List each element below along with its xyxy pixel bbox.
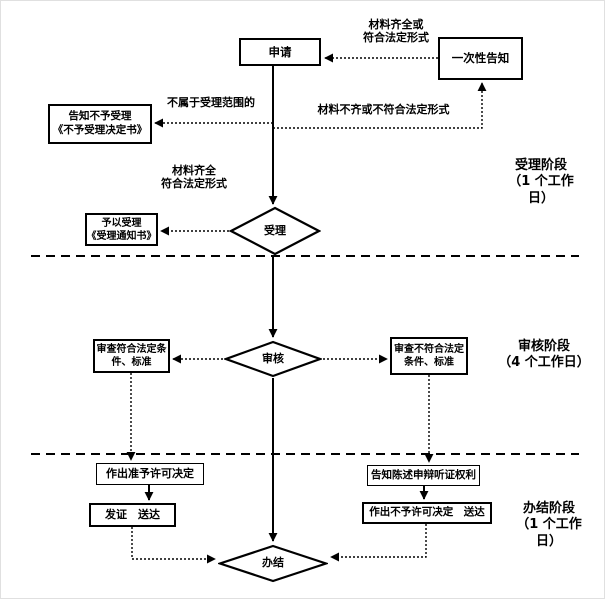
edge-to-one-time-notice: [273, 82, 487, 129]
edge-issue-to-complete: [131, 527, 216, 564]
node-issue-deliver: 发证 送达: [89, 503, 176, 527]
stage-review-line2: （4 个工作日）: [498, 355, 590, 371]
node-reject-notice-line1: 告知不予受理: [68, 110, 132, 123]
label-not-in-scope: 不属于受理范围的: [167, 96, 255, 109]
node-accept: 受理: [229, 206, 321, 256]
node-review-fail-line2: 条件、标准: [404, 357, 454, 368]
stage-accept-annotation: 受理阶段 （1 个工作 日）: [493, 158, 589, 207]
stage-accept-line1: 受理阶段: [514, 158, 567, 173]
label-materials-incomplete: 材料不齐或不符合法定形式: [317, 103, 450, 116]
node-apply-label: 申请: [268, 44, 292, 59]
node-notify-rights: 告知陈述申辩听证权利: [367, 465, 480, 486]
stage-review-line1: 审核阶段: [517, 339, 570, 354]
label-materials-ok: 材料齐全 符合法定形式: [144, 164, 244, 191]
node-notify-rights-label: 告知陈述申辩听证权利: [371, 468, 476, 481]
stage-accept-line3: 日）: [527, 190, 554, 206]
stage-complete-line1: 办结阶段: [522, 501, 575, 516]
stage-accept-line2: （1 个工作: [508, 174, 574, 190]
node-complete: 办结: [218, 544, 328, 583]
node-complete-label: 办结: [262, 556, 284, 570]
accept-diamond-shape: [229, 206, 321, 256]
node-review-label: 审核: [262, 351, 284, 365]
node-grant-decision: 作出准予许可决定: [96, 463, 204, 485]
node-reject-notice-line2: 《不予受理决定书》: [52, 124, 148, 136]
node-grant-accept: 予以受理 《受理通知书》: [85, 213, 158, 246]
node-one-time-notice-label: 一次性告知: [451, 51, 510, 66]
node-reject-notice: 告知不予受理 《不予受理决定书》: [48, 104, 152, 144]
node-deny-decision-label: 作出不予许可决定 送达: [369, 506, 485, 519]
label-materials-ok-top-line2: 符合法定形式: [363, 30, 429, 44]
node-apply: 申请: [239, 38, 321, 66]
label-materials-ok-top: 材料齐全或 符合法定形式: [346, 18, 446, 45]
node-one-time-notice: 一次性告知: [438, 37, 523, 80]
label-materials-ok-line2: 符合法定形式: [161, 176, 227, 190]
complete-diamond-shape: [218, 544, 328, 583]
stage-review-annotation: 审核阶段 （4 个工作日）: [491, 339, 597, 372]
node-review-pass-line2: 件、标准: [111, 357, 152, 368]
node-review-fail: 审查不符合法定 条件、标准: [390, 337, 468, 375]
stage-complete-line3: 日）: [535, 533, 562, 549]
node-grant-decision-label: 作出准予许可决定: [106, 466, 194, 480]
node-deny-decision: 作出不予许可决定 送达: [362, 502, 492, 524]
node-grant-accept-line2: 《受理通知书》: [86, 230, 157, 242]
node-review: 审核: [224, 340, 322, 378]
review-diamond-shape: [224, 340, 322, 378]
node-accept-label: 受理: [264, 223, 286, 237]
node-review-fail-line1: 审查不符合法定: [394, 344, 464, 355]
node-issue-deliver-label: 发证 送达: [105, 507, 160, 521]
edge-deny-to-complete: [330, 524, 427, 562]
stage-complete-annotation: 办结阶段 （1 个工作 日）: [501, 501, 597, 550]
node-review-pass-line1: 审查符合法定条: [96, 344, 167, 355]
label-materials-ok-top-line1: 材料齐全或: [368, 18, 424, 31]
stage-complete-line2: （1 个工作: [516, 517, 582, 533]
label-materials-ok-line1: 材料齐全: [172, 164, 216, 177]
node-grant-accept-line1: 予以受理: [101, 217, 142, 229]
node-review-pass: 审查符合法定条 件、标准: [93, 339, 170, 373]
